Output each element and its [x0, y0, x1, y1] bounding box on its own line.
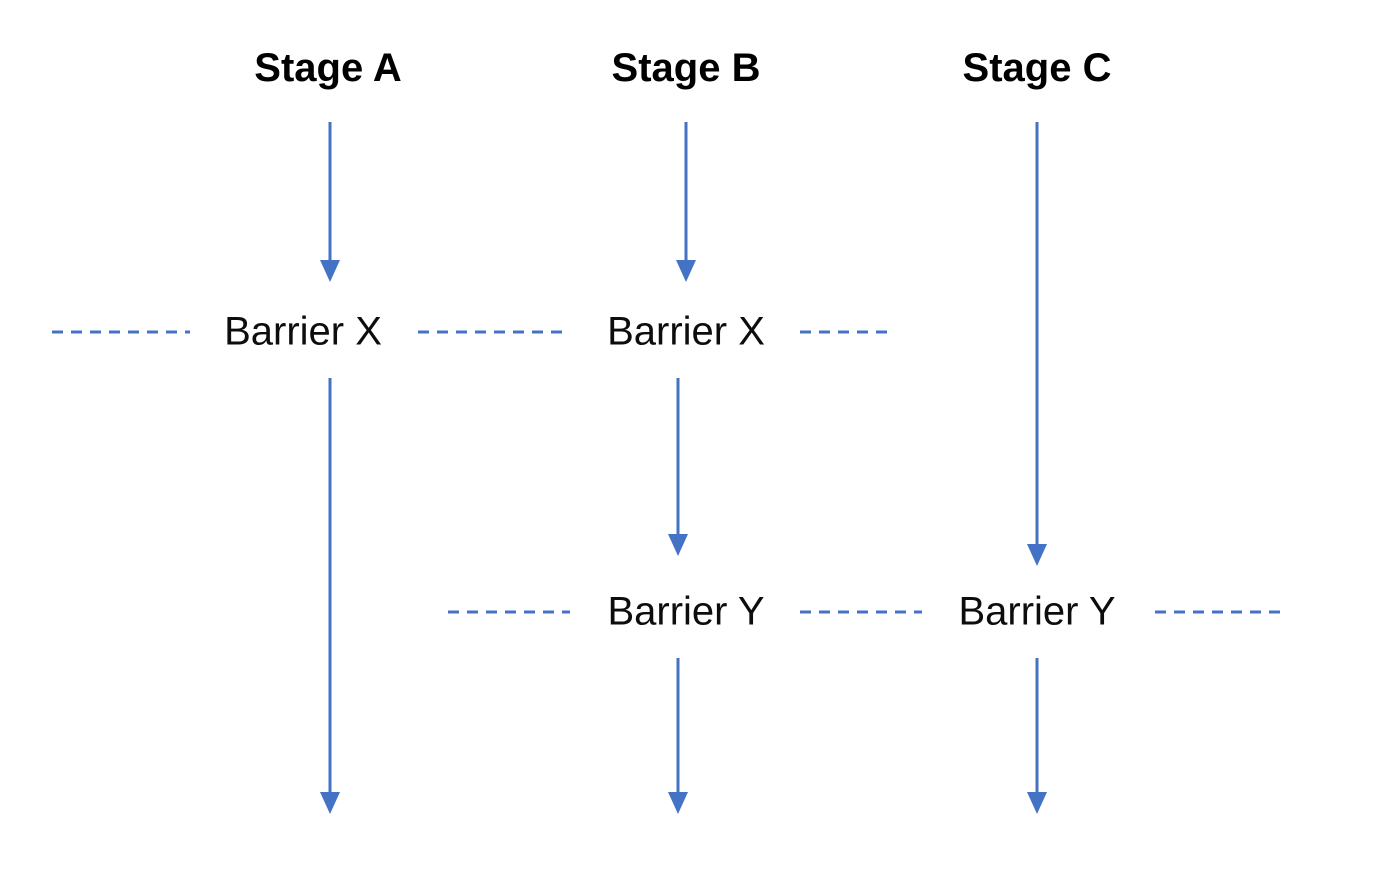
arrow-stage-b-to-barrier-x: [676, 122, 696, 282]
barrier-node-y-c: Barrier Y: [958, 589, 1116, 634]
arrow-barrier-x-b-to-barrier-y: [668, 378, 688, 556]
dashed-connector-barrier-x-row-0: [52, 330, 190, 334]
dashed-connector-barrier-x-row-1: [418, 330, 570, 334]
arrow-stage-a-to-barrier-x: [320, 122, 340, 282]
arrow-barrier-x-a-to-bottom: [320, 378, 340, 814]
arrow-barrier-y-c-to-bottom: [1027, 658, 1047, 814]
arrow-stage-c-to-barrier-y: [1027, 122, 1047, 566]
dashed-connector-barrier-x-row-2: [800, 330, 890, 334]
stage-label-a: Stage A: [254, 46, 402, 90]
arrow-barrier-y-b-to-bottom: [668, 658, 688, 814]
barrier-node-y-b: Barrier Y: [607, 589, 765, 634]
barrier-node-x-a: Barrier X: [224, 309, 382, 354]
dashed-connector-barrier-y-row-0: [448, 610, 570, 614]
dashed-connector-barrier-y-row-1: [800, 610, 922, 614]
stage-label-c: Stage C: [962, 46, 1112, 90]
dashed-connector-barrier-y-row-2: [1155, 610, 1282, 614]
stage-label-b: Stage B: [611, 46, 761, 90]
barrier-node-x-b: Barrier X: [607, 309, 765, 354]
